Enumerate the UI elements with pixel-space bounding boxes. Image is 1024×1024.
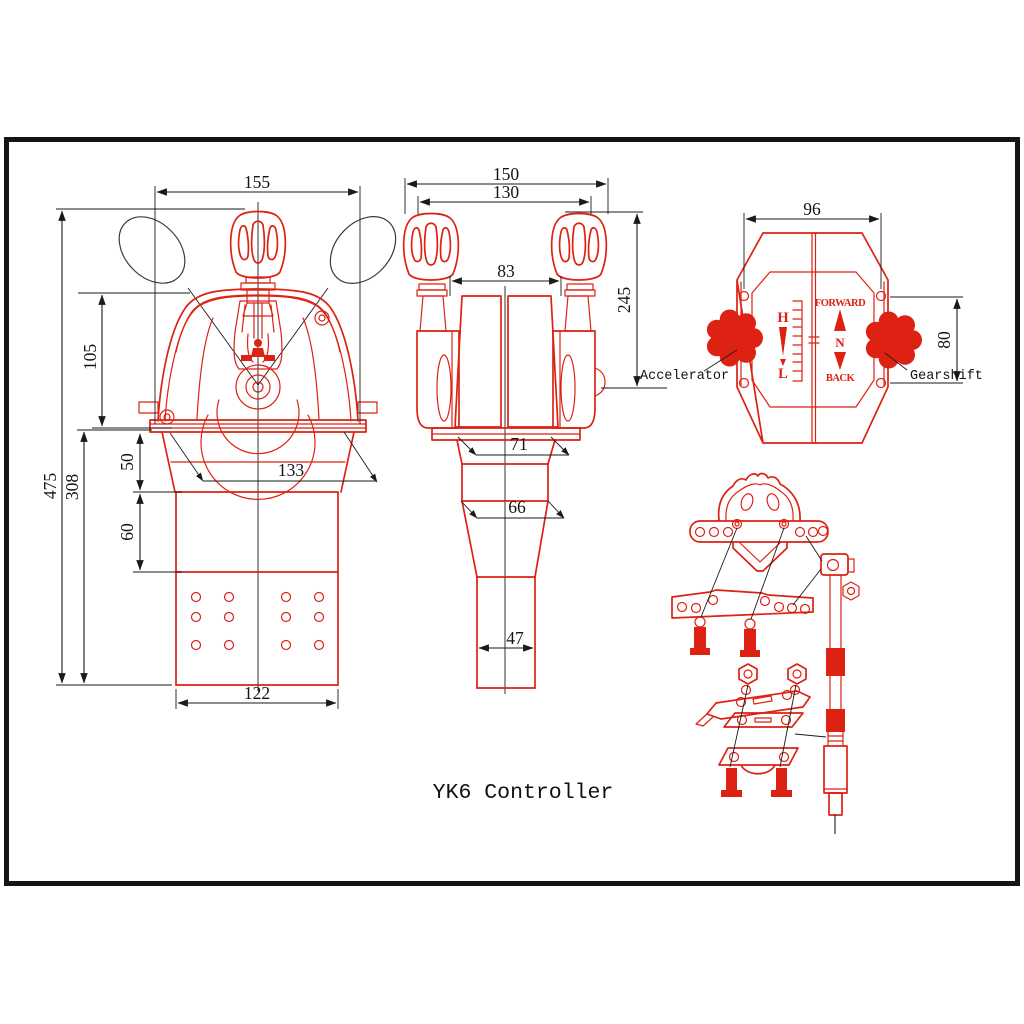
- ghost-lever-right: [257, 216, 397, 386]
- gear-legend: FORWARD N BACK: [815, 298, 867, 384]
- label-high: H: [777, 310, 789, 326]
- hex-nut-icon: [738, 663, 758, 685]
- side-knob-left: [402, 212, 460, 281]
- front-base-plate: [149, 419, 367, 433]
- dim-front-dome-height: 105: [80, 344, 100, 371]
- top-dimensions: 96 80: [743, 199, 963, 384]
- bolts-upper: [690, 616, 760, 657]
- drawing-title: YK6 Controller: [433, 781, 614, 805]
- accelerator-knob: [706, 309, 763, 367]
- top-view: H L FORWARD N BACK 96 80 Accelerator Gea…: [640, 199, 983, 444]
- label-low: L: [778, 366, 788, 382]
- arrow-up-icon: [834, 309, 846, 331]
- top-screw-holes: [738, 290, 887, 389]
- side-dimensions: 150 130 83 245 71 66 47: [404, 164, 667, 652]
- front-side-tab-left: [138, 401, 159, 414]
- dim-top-height: 80: [934, 331, 954, 349]
- screw-icon: [159, 409, 175, 425]
- arrow-down-icon: [834, 352, 846, 370]
- side-view: 150 130 83 245 71 66 47: [402, 164, 667, 694]
- side-lever-housings: [416, 330, 606, 429]
- mounting-bar: [671, 589, 814, 619]
- hardware-assembly: [671, 472, 860, 834]
- cable-clamp-parts: [695, 663, 811, 797]
- dim-front-lower-height: 308: [62, 474, 82, 501]
- side-body: [431, 295, 581, 689]
- throttle-pointer-icon: [779, 327, 787, 356]
- dim-side-taper-width: 66: [508, 497, 526, 517]
- mounting-holes: [190, 591, 325, 651]
- assembly-leader-lines: [700, 527, 827, 768]
- dim-side-body-width: 83: [497, 261, 515, 281]
- dim-top-width: 96: [803, 199, 821, 219]
- side-knob-right: [550, 212, 608, 281]
- dim-front-overall-height: 475: [40, 473, 60, 500]
- label-back: BACK: [826, 373, 856, 384]
- cable-bracket: [689, 472, 829, 572]
- label-neutral: N: [835, 335, 845, 350]
- label-gearshift: Gearshift: [910, 369, 983, 384]
- front-view: 155 475 308 105 50 60 133 122: [40, 172, 397, 709]
- dim-side-neck-width: 71: [510, 434, 528, 454]
- dim-side-column-width: 47: [506, 628, 524, 648]
- label-accelerator: Accelerator: [640, 369, 729, 384]
- dim-front-mid-height: 60: [117, 523, 137, 541]
- dim-side-height: 245: [614, 287, 634, 314]
- control-cable: [820, 553, 860, 834]
- hex-nut-icon: [842, 581, 860, 601]
- dim-front-base-width: 122: [244, 683, 270, 703]
- hex-nut-icon: [787, 663, 807, 685]
- accelerator-leader-line: [703, 349, 738, 372]
- dim-side-overall-width: 150: [493, 164, 520, 184]
- front-lower-body: [161, 431, 355, 686]
- dim-front-skirt-height: 50: [117, 453, 137, 471]
- throttle-scale: H L: [777, 300, 803, 382]
- gearshift-leader-line: [884, 352, 908, 371]
- ghost-lever-left: [118, 216, 259, 386]
- front-side-tab-right: [357, 401, 378, 414]
- drawing-border-frame: [4, 137, 1020, 886]
- dim-side-knob-span: 130: [493, 182, 520, 202]
- front-dome: [138, 288, 378, 500]
- label-forward: FORWARD: [815, 298, 866, 309]
- dim-front-skirt-width: 133: [278, 460, 305, 480]
- hub-label-mark-right: [264, 355, 275, 361]
- front-dimensions: 155 475 308 105 50 60 133 122: [40, 172, 378, 709]
- screw-icon: [314, 310, 330, 326]
- hub-label-mark-left: [241, 355, 252, 361]
- dim-front-overall-width: 155: [244, 172, 271, 192]
- side-cable-boss: [594, 367, 606, 397]
- side-lever-shafts: [416, 283, 596, 332]
